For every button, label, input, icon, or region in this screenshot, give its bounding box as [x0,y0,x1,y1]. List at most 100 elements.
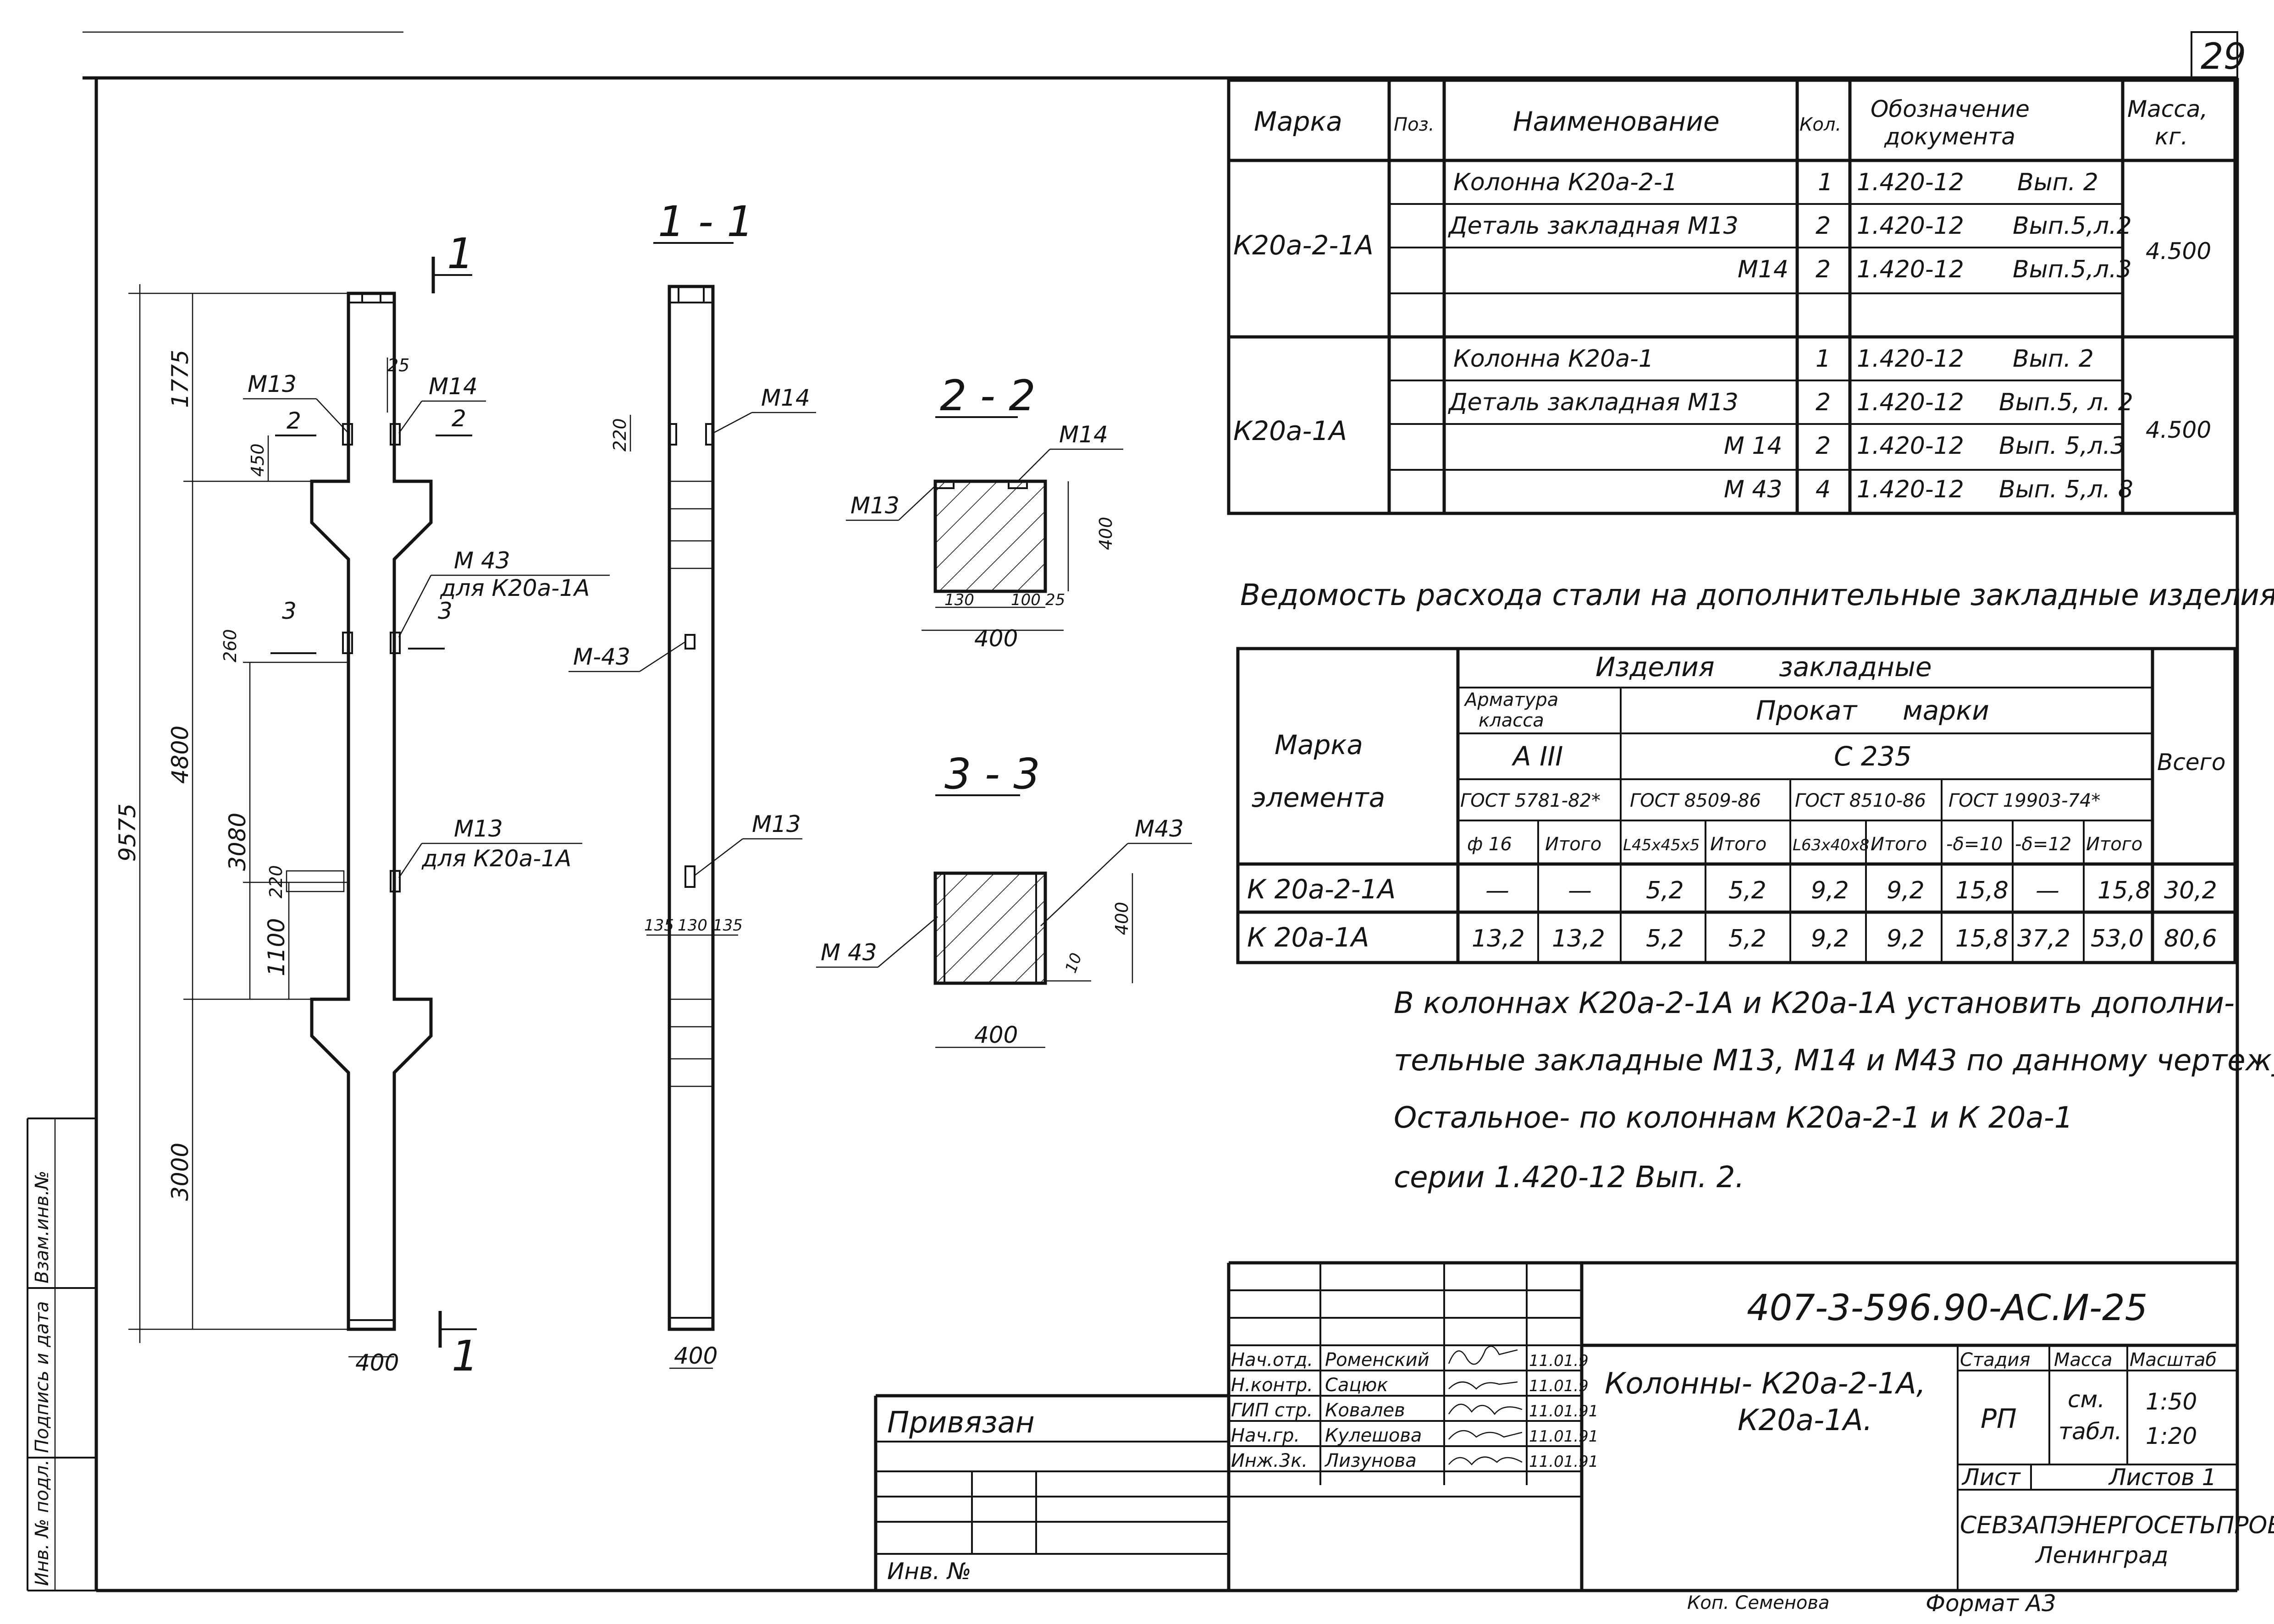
people-3-name: Кулешова [1325,1425,1422,1446]
spec-g1-r3-doc: 1.420-12 [1857,256,1964,283]
frame: 29 [83,31,2246,1592]
spec-h-pos: Поз. [1394,114,1435,135]
spec-g2-r1-qty: 1 [1816,345,1831,373]
column-elevation: 1 1 9575 1775 4800 3000 3080 1100 450 26… [114,229,610,1381]
people-0-name: Роменский [1325,1349,1430,1371]
replacement-inv-label: Взам.инв.№ [32,1171,53,1283]
people-3-date: 11.01.91 [1529,1427,1598,1446]
steel-gost-1: ГОСТ 5781-82* [1460,790,1601,811]
steel-h-rolled-steel: С 235 [1834,741,1912,772]
s11-dim-130: 130 [678,916,707,935]
dim-220: 220 [266,865,286,898]
s11-label-m43: М-43 [573,644,630,670]
spec-h-mark: Марка [1254,106,1342,137]
s11-dim-400: 400 [674,1343,718,1369]
spec-g1-r3-name: М14 [1738,256,1788,283]
doc-code: 407-3-596.90-АС.И-25 [1747,1288,2147,1329]
people-4-date: 11.01.91 [1529,1453,1598,1471]
dim-1775: 1775 [167,350,193,408]
s11-dim-135a: 135 [644,916,674,935]
cut-2-right: 2 [452,405,466,432]
steel-h-mark: Марка [1275,729,1363,760]
mass-header: Масса [2054,1349,2113,1371]
dim-total: 9575 [114,804,141,862]
spec-g1-r1-name: Колонна К20а-2-1 [1453,169,1678,196]
steel-r1-mark: К 20а-2-1А [1247,874,1396,905]
spec-g2-r2-doc: 1.420-12 [1857,389,1964,416]
steel-r1-v3: 5,2 [1646,877,1684,904]
spec-g2-r4-doc: 1.420-12 [1857,476,1964,503]
spec-g1-r2-note: Вып.5,л.2 [2013,212,2132,240]
steel-r1-v4: 5,2 [1728,877,1766,904]
signatures [1448,1345,1523,1465]
people-4-role: Инж.3к. [1231,1450,1308,1471]
dim-3080: 3080 [224,813,251,871]
section-2-2: 2 - 2 130 100 25 400 400 М14 М13 [846,371,1123,652]
people-2-date: 11.01.91 [1529,1402,1598,1420]
spec-table: Марка Поз. Наименование Кол. Обозначение… [1227,78,2237,515]
left-strip: Инв. № подл. Подпись и дата Взам.инв.№ [27,1118,96,1591]
steel-h-rolled: Прокат [1756,695,1858,726]
s22-dim-400h: 400 [1096,517,1116,550]
steel-sub-1: ф 16 [1467,834,1512,855]
spec-g2-r2-name: Деталь закладная М13 [1448,389,1739,416]
stage-header: Стадия [1960,1349,2030,1371]
spec-g1-r2-qty: 2 [1816,212,1831,240]
steel-r1-total: 30,2 [2164,877,2217,904]
cut-3-left: 3 [282,598,297,624]
dim-25: 25 [387,355,409,375]
label-m14: М14 [429,373,478,400]
spec-g1-r1-doc: 1.420-12 [1857,169,1964,196]
spec-g1-r1-note: Вып. 2 [2017,169,2098,196]
s22-dim-25: 25 [1045,591,1065,609]
s33-label-m43-left: М 43 [821,939,877,966]
people-4-name: Лизунова [1324,1450,1417,1471]
spec-g1-mass: 4.500 [2146,238,2211,264]
steel-sub-5: L63х40х8 [1793,836,1869,854]
people-0-date: 11.01.9 [1529,1352,1589,1370]
s33-dim-400h: 400 [1112,902,1132,935]
doc-title-2: К20а-1А. [1738,1404,1872,1437]
steel-r2-mark: К 20а-1А [1247,922,1369,953]
s33-dim-400: 400 [974,1022,1018,1048]
label-m43-for: для К20а-1А [440,575,590,601]
steel-h-mark2: элемента [1252,782,1385,813]
steel-sub-8: -δ=12 [2015,834,2071,855]
spec-g2-r1-note: Вып. 2 [2013,345,2094,373]
label-m43: М 43 [454,547,510,574]
steel-r2-v6: 9,2 [1887,925,1925,952]
steel-gost-2: ГОСТ 8509-86 [1630,790,1761,811]
scale-value-1: 1:50 [2146,1388,2197,1415]
s33-label-m43-top: М43 [1135,815,1184,842]
people-2-name: Ковалев [1325,1400,1405,1421]
s11-dim-135b: 135 [713,916,743,935]
s22-dim-100: 100 [1011,591,1041,609]
section-3-3-title: 3 - 3 [944,749,1040,798]
inv-label: Инв. № [887,1558,971,1585]
spec-h-doc2: документа [1884,123,2015,150]
dim-400-elev: 400 [355,1349,399,1376]
dim-4800: 4800 [167,726,193,784]
spec-g1-r1-qty: 1 [1818,169,1833,196]
people-1-name: Сацюк [1325,1375,1388,1396]
s22-label-m14: М14 [1059,421,1108,448]
spec-h-mass: Масса, [2127,96,2208,122]
label-m13-lower: М13 [454,815,503,842]
spec-h-mass2: кг. [2155,123,2188,150]
spec-g2-r1-doc: 1.420-12 [1857,345,1964,373]
inv-podl-label: Инв. № подл. [32,1459,53,1586]
people-1-role: Н.контр. [1231,1375,1313,1396]
steel-gost-4: ГОСТ 19903-74* [1948,790,2100,811]
steel-sub-7: -δ=10 [1946,834,2003,855]
steel-sub-3: L45х45х5 [1623,836,1700,854]
section-2-2-title: 2 - 2 [940,371,1036,420]
steel-h-total: Всего [2157,749,2225,776]
spec-g1-mark: К20а-2-1А [1233,230,1374,261]
people-3-role: Нач.гр. [1231,1425,1300,1446]
spec-g2-r2-qty: 2 [1816,389,1831,416]
note-line-1: В колоннах К20а-2-1А и К20а-1А установит… [1394,986,2235,1020]
spec-g2-mark: К20а-1А [1233,415,1347,446]
people-2-role: ГИП стр. [1231,1400,1313,1421]
doc-title-1: Колонны- К20а-2-1А, [1605,1367,1926,1401]
